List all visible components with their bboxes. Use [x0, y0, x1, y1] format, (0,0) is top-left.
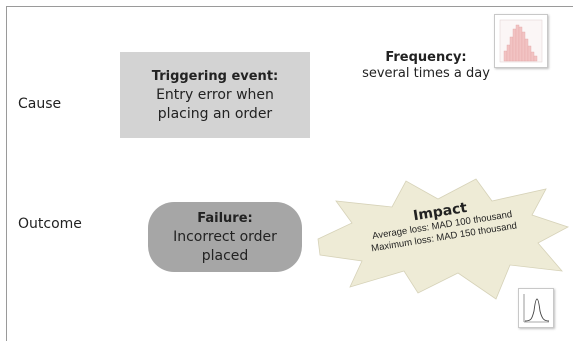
failure-line1: Incorrect order [173, 228, 277, 245]
triggering-event-box: Triggering event: Entry error when placi… [120, 52, 310, 138]
frequency-block: Frequency: several times a day [352, 50, 500, 82]
triggering-event-line1: Entry error when [156, 86, 274, 103]
distribution-curve-icon [518, 288, 554, 328]
outcome-row-label: Outcome [18, 216, 82, 232]
frequency-value: several times a day [362, 66, 490, 81]
failure-box: Failure: Incorrect order placed [148, 202, 302, 272]
triggering-event-line2: placing an order [157, 105, 273, 122]
frequency-title: Frequency: [385, 50, 467, 65]
impact-burst-shape [317, 178, 570, 300]
failure-line2: placed [201, 247, 249, 264]
histogram-chart-icon [494, 14, 548, 68]
failure-title: Failure: [197, 210, 253, 226]
diagram-frame [6, 6, 573, 341]
triggering-event-title: Triggering event: [151, 68, 279, 84]
cause-row-label: Cause [18, 96, 62, 112]
